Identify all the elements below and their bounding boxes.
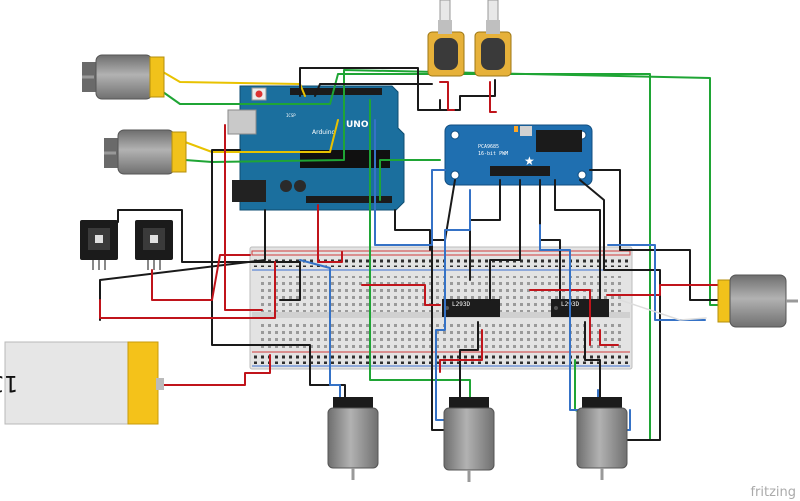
pwm-star-icon: ★ (524, 154, 535, 168)
l293d-driver-right: L293D (551, 299, 609, 317)
dc-motor-bottom-2 (443, 397, 495, 482)
dc-motor-top-left (82, 54, 165, 100)
dc-motor-bottom-1 (327, 397, 379, 480)
arduino-icsp-label: ICSP (286, 113, 296, 118)
arduino-uno-label: UNO (346, 120, 369, 130)
lipo-battery: 1300mAh (0, 341, 164, 425)
dc-motor-right (717, 274, 798, 328)
arduino-label: Arduino (312, 129, 336, 136)
pwm-label-line1: PCA9685 (478, 144, 499, 150)
wires (99, 67, 723, 441)
pwm-label-line2: 16-bit PWM (478, 151, 508, 157)
pwm-driver-board: ★ PCA9685 16-bit PWM (444, 124, 593, 186)
battery-label: 1300mAh (0, 370, 18, 395)
l293d-driver-left: L293D (442, 299, 500, 317)
solenoid-left (427, 0, 465, 77)
dc-motor-mid-left (104, 129, 187, 175)
dc-motor-bottom-3 (576, 397, 628, 480)
driver-left-label: L293D (452, 301, 470, 308)
ir-sensor-left (80, 220, 118, 270)
ir-sensor-right (135, 220, 173, 270)
fritzing-watermark: fritzing (750, 485, 796, 500)
solenoid-right (474, 0, 512, 77)
